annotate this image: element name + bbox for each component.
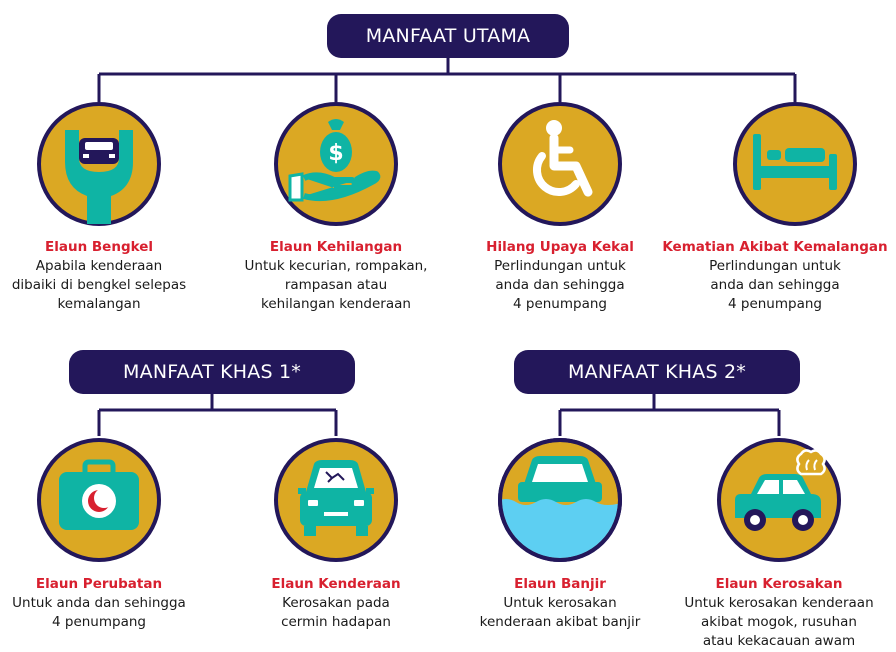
car-repair-icon xyxy=(37,102,161,226)
header-manfaat-khas-2: MANFAAT KHAS 2* xyxy=(514,350,800,394)
benefit-caption: Kematian Akibat Kemalangan Perlindungan … xyxy=(655,238,895,314)
benefit-caption: Elaun Kehilangan Untuk kecurian, rompaka… xyxy=(216,238,456,314)
header-manfaat-khas-1: MANFAAT KHAS 1* xyxy=(69,350,355,394)
benefit-caption: Elaun Perubatan Untuk anda dan sehingga … xyxy=(0,575,219,632)
bed-icon xyxy=(733,102,857,226)
cracked-windscreen-car-icon xyxy=(274,438,398,562)
benefit-caption: Hilang Upaya Kekal Perlindungan untuk an… xyxy=(440,238,680,314)
benefit-title: Elaun Banjir xyxy=(514,576,606,592)
benefit-title: Elaun Kenderaan xyxy=(271,576,401,592)
benefit-title: Elaun Bengkel xyxy=(45,239,153,255)
benefit-caption: Elaun Kenderaan Kerosakan pada cermin ha… xyxy=(216,575,456,632)
wheelchair-icon xyxy=(498,102,622,226)
benefit-title: Elaun Kehilangan xyxy=(269,239,403,255)
damaged-car-smoke-icon xyxy=(717,438,841,562)
benefit-caption: Elaun Bengkel Apabila kenderaan dibaiki … xyxy=(0,238,219,314)
benefit-description: Perlindungan untuk anda dan sehingga 4 p… xyxy=(494,258,626,312)
money-bag-hand-icon: $ xyxy=(274,102,398,226)
flooded-car-icon xyxy=(498,438,622,562)
benefit-description: Untuk kerosakan kenderaan akibat banjir xyxy=(479,595,641,630)
benefit-title: Elaun Perubatan xyxy=(35,576,163,592)
benefit-description: Untuk kerosakan kenderaan akibat mogok, … xyxy=(684,595,874,649)
benefit-description: Kerosakan pada cermin hadapan xyxy=(281,595,391,630)
benefit-caption: Elaun Kerosakan Untuk kerosakan kenderaa… xyxy=(659,575,896,651)
benefit-caption: Elaun Banjir Untuk kerosakan kenderaan a… xyxy=(440,575,680,632)
medical-kit-icon xyxy=(37,438,161,562)
benefit-description: Apabila kenderaan dibaiki di bengkel sel… xyxy=(11,258,187,312)
benefit-description: Untuk kecurian, rompakan, rampasan atau … xyxy=(244,258,428,312)
benefit-title: Elaun Kerosakan xyxy=(715,576,843,592)
svg-text:$: $ xyxy=(328,141,343,166)
benefit-title: Hilang Upaya Kekal xyxy=(486,239,634,255)
benefit-description: Perlindungan untuk anda dan sehingga 4 p… xyxy=(709,258,841,312)
header-manfaat-utama: MANFAAT UTAMA xyxy=(327,14,569,58)
benefit-description: Untuk anda dan sehingga 4 penumpang xyxy=(12,595,186,630)
benefit-title: Kematian Akibat Kemalangan xyxy=(662,239,888,255)
